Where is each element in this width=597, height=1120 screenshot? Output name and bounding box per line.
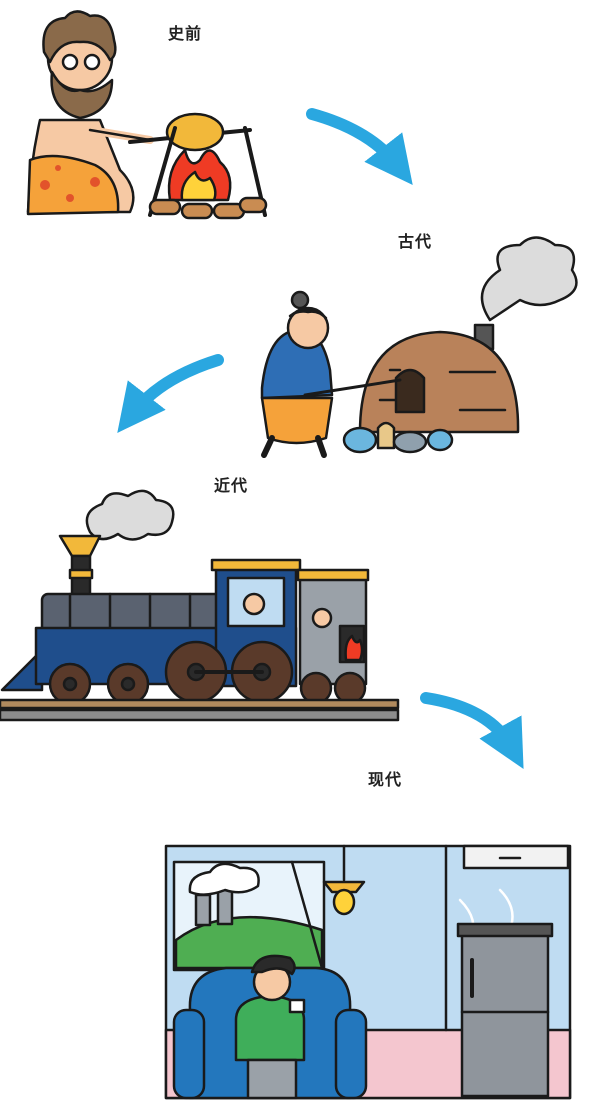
train-scene [0, 489, 400, 722]
arrow-2 [117, 354, 224, 433]
label-early-modern: 近代 [214, 476, 249, 495]
arrow-3 [420, 692, 524, 770]
label-ancient: 古代 [398, 232, 433, 251]
kiln-scene [260, 236, 578, 458]
label-prehistoric: 史前 [168, 24, 203, 43]
modern-room-scene [164, 844, 572, 1100]
arrow-1 [306, 108, 413, 185]
caveman-scene [26, 10, 268, 220]
label-modern: 现代 [368, 770, 403, 789]
